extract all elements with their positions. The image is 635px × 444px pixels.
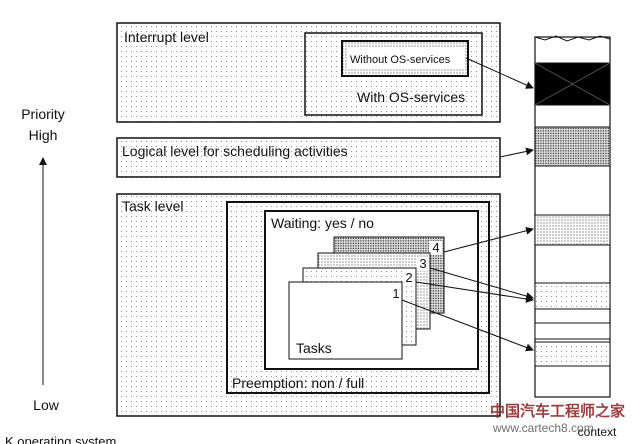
arrow-task-4-to-context — [443, 226, 534, 253]
logical-level-title: Logical level for scheduling activities — [122, 143, 348, 159]
watermark-line2: www.cartech8.com — [492, 421, 594, 435]
task-number-4: 4 — [432, 240, 439, 255]
task-number-3: 3 — [419, 256, 426, 271]
context-label: context — [578, 425, 617, 439]
context-logical-block — [534, 126, 611, 167]
task-card-1 — [288, 281, 403, 360]
task-number-1: 1 — [392, 286, 399, 301]
priority-axis-title: Priority — [21, 106, 65, 122]
logical-level-box — [116, 137, 501, 178]
arrow-without-os-to-context — [465, 57, 534, 89]
interrupt-level-title: Interrupt level — [124, 29, 209, 45]
logical-level: Logical level for scheduling activities — [116, 137, 501, 178]
watermark: 中国汽车工程师之家 www.cartech8.com — [490, 402, 625, 435]
footer-caption: K operating system — [5, 434, 116, 444]
interrupt-level: Interrupt level With OS-services Without… — [116, 22, 501, 123]
task-level: Task level Preemption: non / full Waitin… — [116, 193, 501, 417]
task-stack: 4 3 2 1 Tasks — [288, 236, 445, 360]
arrow-task-3-to-context — [429, 267, 534, 300]
context-task-2-block — [534, 322, 611, 340]
without-os-services-label: Without OS-services — [350, 54, 451, 66]
task-level-title: Task level — [122, 198, 183, 214]
context-task-4-block — [534, 214, 611, 246]
priority-low-label: Low — [33, 397, 60, 413]
context-column-torn-top — [534, 35, 611, 42]
context-arrows — [401, 57, 534, 352]
tasks-label: Tasks — [296, 340, 332, 356]
with-os-services-label: With OS-services — [357, 89, 465, 105]
context-task-3-block — [534, 282, 611, 310]
priority-high-label: High — [29, 127, 58, 143]
arrow-logical-to-context — [499, 147, 534, 158]
priority-axis: Priority High Low — [21, 106, 65, 413]
arrow-task-2-to-context — [415, 281, 534, 303]
watermark-line1: 中国汽车工程师之家 — [490, 402, 625, 420]
context-task-1-block — [534, 341, 611, 367]
arrow-task-1-to-context — [401, 299, 534, 352]
context-stack: context — [534, 35, 617, 439]
task-number-2: 2 — [405, 270, 412, 285]
waiting-label: Waiting: yes / no — [271, 215, 374, 231]
preemption-label: Preemption: non / full — [232, 375, 364, 391]
